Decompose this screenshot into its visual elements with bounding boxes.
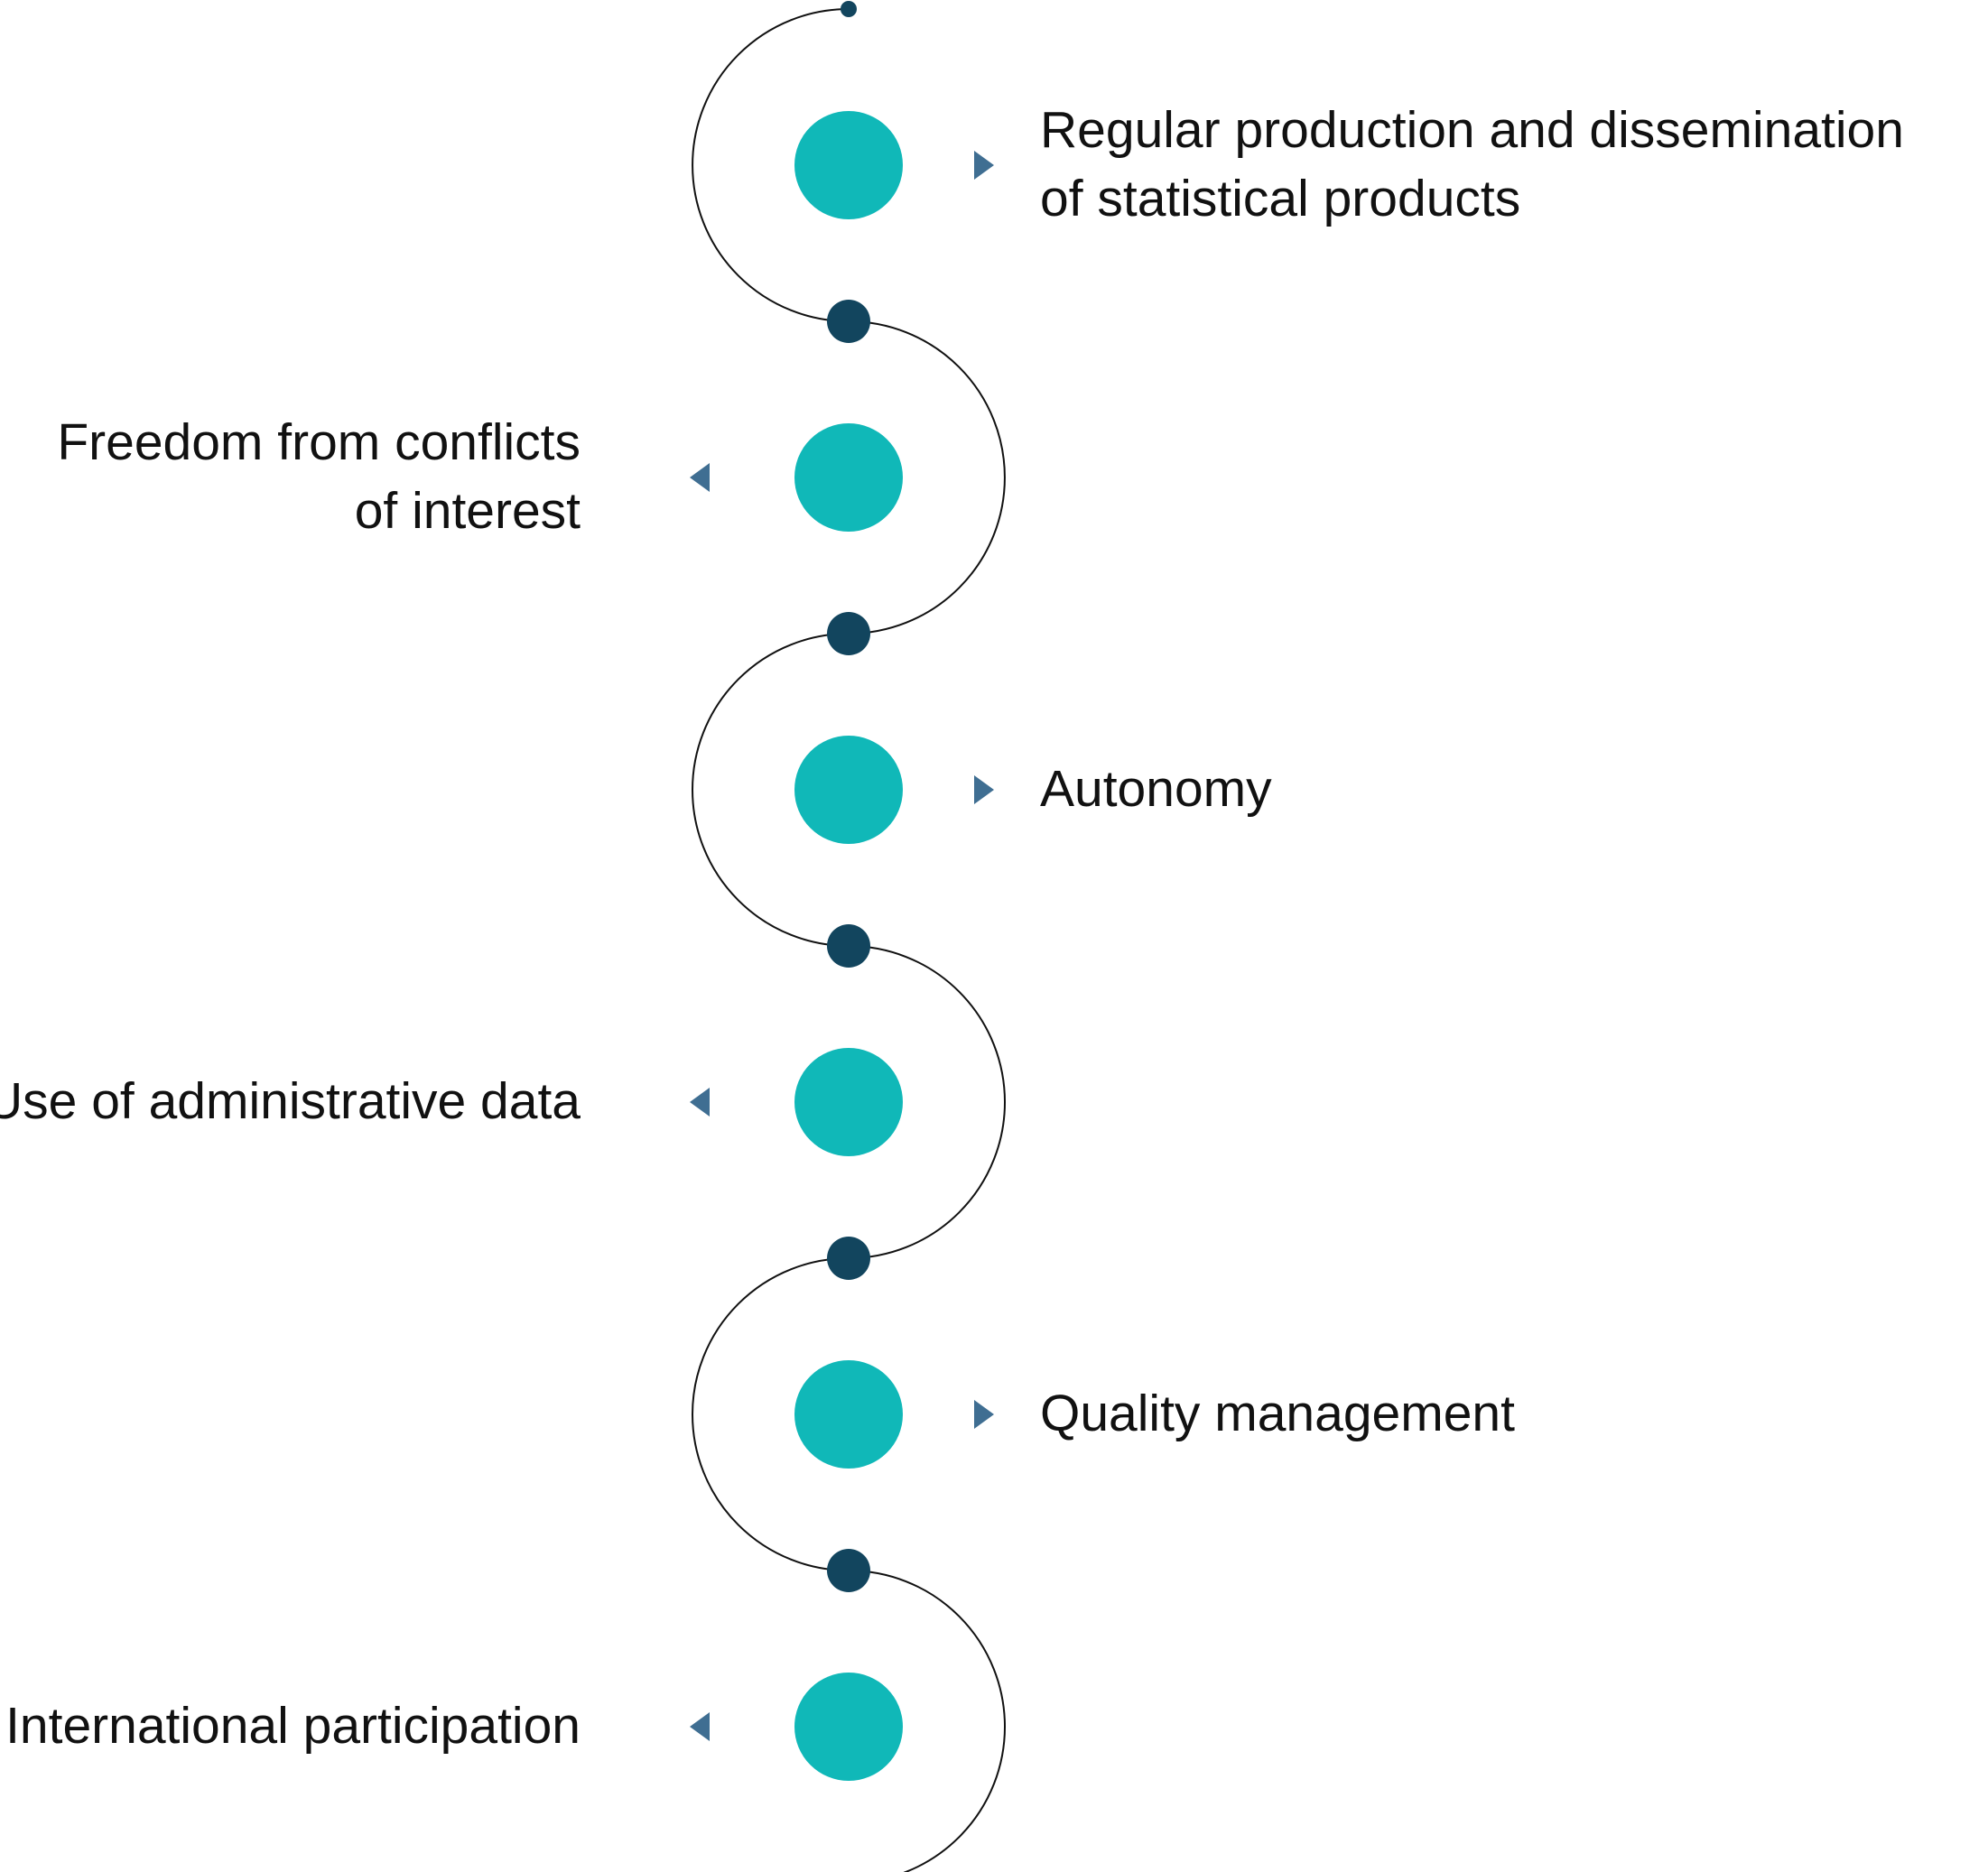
item-label: International participation <box>5 1697 581 1755</box>
item-node <box>794 1360 903 1469</box>
arrow-left-icon <box>690 1088 710 1117</box>
pointer-arrows <box>690 151 994 1741</box>
item-label-line: International participation <box>5 1697 581 1755</box>
item-nodes <box>794 111 903 1781</box>
item-labels: Regular production and dissemination of s… <box>0 101 1904 1755</box>
item-label: Freedom from conflicts of interest <box>57 413 581 540</box>
item-label: Quality management <box>1040 1385 1515 1442</box>
connector-dot <box>827 1237 870 1280</box>
connector-dot <box>827 1549 870 1592</box>
arrow-left-icon <box>690 463 710 492</box>
item-label-line: Use of administrative data <box>0 1072 581 1130</box>
item-label-line: Quality management <box>1040 1385 1515 1442</box>
item-node <box>794 1048 903 1156</box>
item-label-line: Autonomy <box>1040 760 1272 818</box>
arrow-right-icon <box>974 1400 994 1429</box>
arrow-right-icon <box>974 775 994 804</box>
item-node <box>794 736 903 844</box>
item-node <box>794 111 903 219</box>
item-label-line: of statistical products <box>1040 170 1520 227</box>
wave-path <box>692 8 1006 1872</box>
end-dot <box>841 1 857 17</box>
item-label: Regular production and dissemination of s… <box>1040 101 1904 227</box>
connector-dot <box>827 924 870 968</box>
item-node <box>794 423 903 532</box>
item-label: Use of administrative data <box>0 1072 581 1130</box>
item-node <box>794 1673 903 1781</box>
arc-segment <box>848 945 1006 1259</box>
arrow-right-icon <box>974 151 994 180</box>
arrow-left-icon <box>690 1712 710 1741</box>
arc-segment <box>692 8 850 322</box>
connector-dot <box>827 300 870 343</box>
item-label-line: of interest <box>355 482 581 540</box>
item-label-line: Regular production and dissemination <box>1040 101 1904 159</box>
arc-segment <box>692 633 850 947</box>
connector-dot <box>827 612 870 655</box>
item-label: Autonomy <box>1040 760 1272 818</box>
arc-segment <box>848 1570 1006 1872</box>
arc-segment <box>848 320 1006 635</box>
arc-segment <box>692 1257 850 1571</box>
item-label-line: Freedom from conflicts <box>57 413 581 471</box>
connector-dots <box>827 1 870 1592</box>
